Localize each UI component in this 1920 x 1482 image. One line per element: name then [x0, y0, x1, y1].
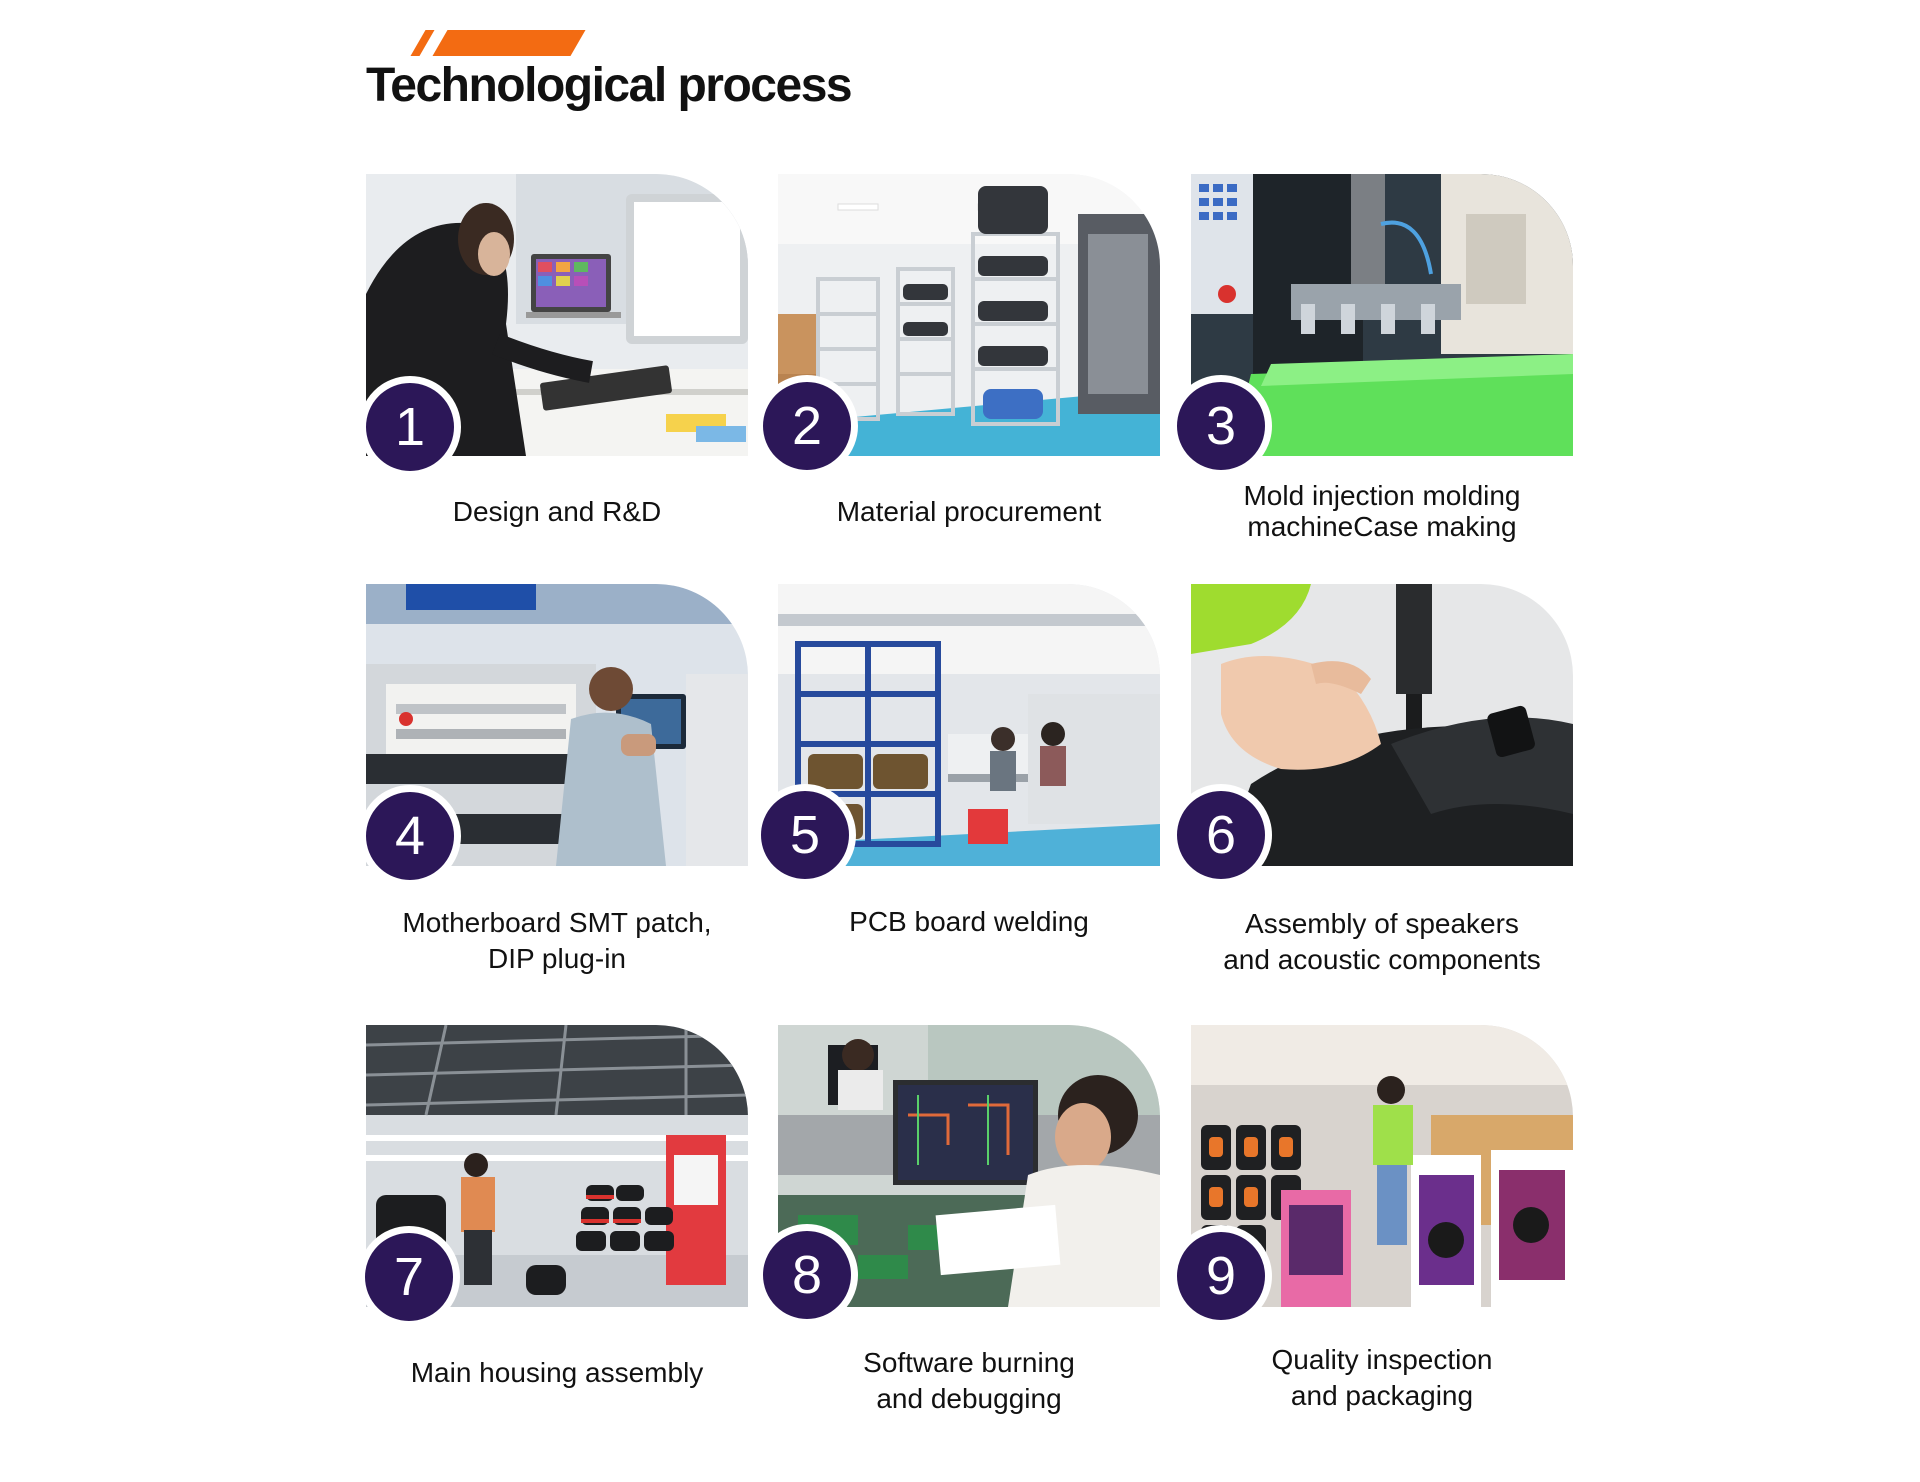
speaker-assembly-photo: [1191, 584, 1573, 866]
title-accent-stripe-large: [432, 30, 586, 56]
step-label: Quality inspection and packaging: [1271, 1344, 1493, 1411]
step-number-badge: 5: [754, 784, 856, 886]
step-number-badge: 2: [756, 375, 858, 477]
design-workstation-photo: [366, 174, 748, 456]
step-number-badge: 8: [756, 1224, 858, 1326]
step-label: Material procurement: [836, 496, 1102, 527]
step-label: Assembly of speakers and acoustic compon…: [1223, 908, 1541, 975]
step-number-badge: 6: [1170, 784, 1272, 886]
step-label: Mold injection molding machineCase makin…: [1243, 480, 1521, 542]
step-label: PCB board welding: [849, 906, 1089, 937]
step-number-badge: 3: [1170, 375, 1272, 477]
step-number-badge: 9: [1170, 1225, 1272, 1327]
step-number-badge: 4: [359, 785, 461, 887]
step-label: Motherboard SMT patch, DIP plug-in: [402, 907, 712, 974]
smt-machine-photo: [366, 584, 748, 866]
step-label: Main housing assembly: [410, 1357, 704, 1388]
step-number-badge: 1: [359, 376, 461, 478]
title-accent-stripe-small: [410, 30, 435, 56]
page-title: Technological process: [366, 59, 853, 112]
warehouse-shelves-photo: [778, 174, 1160, 456]
step-label: Software burning and debugging: [863, 1347, 1075, 1414]
step-label: Design and R&D: [452, 496, 662, 527]
step-number-badge: 7: [358, 1226, 460, 1328]
